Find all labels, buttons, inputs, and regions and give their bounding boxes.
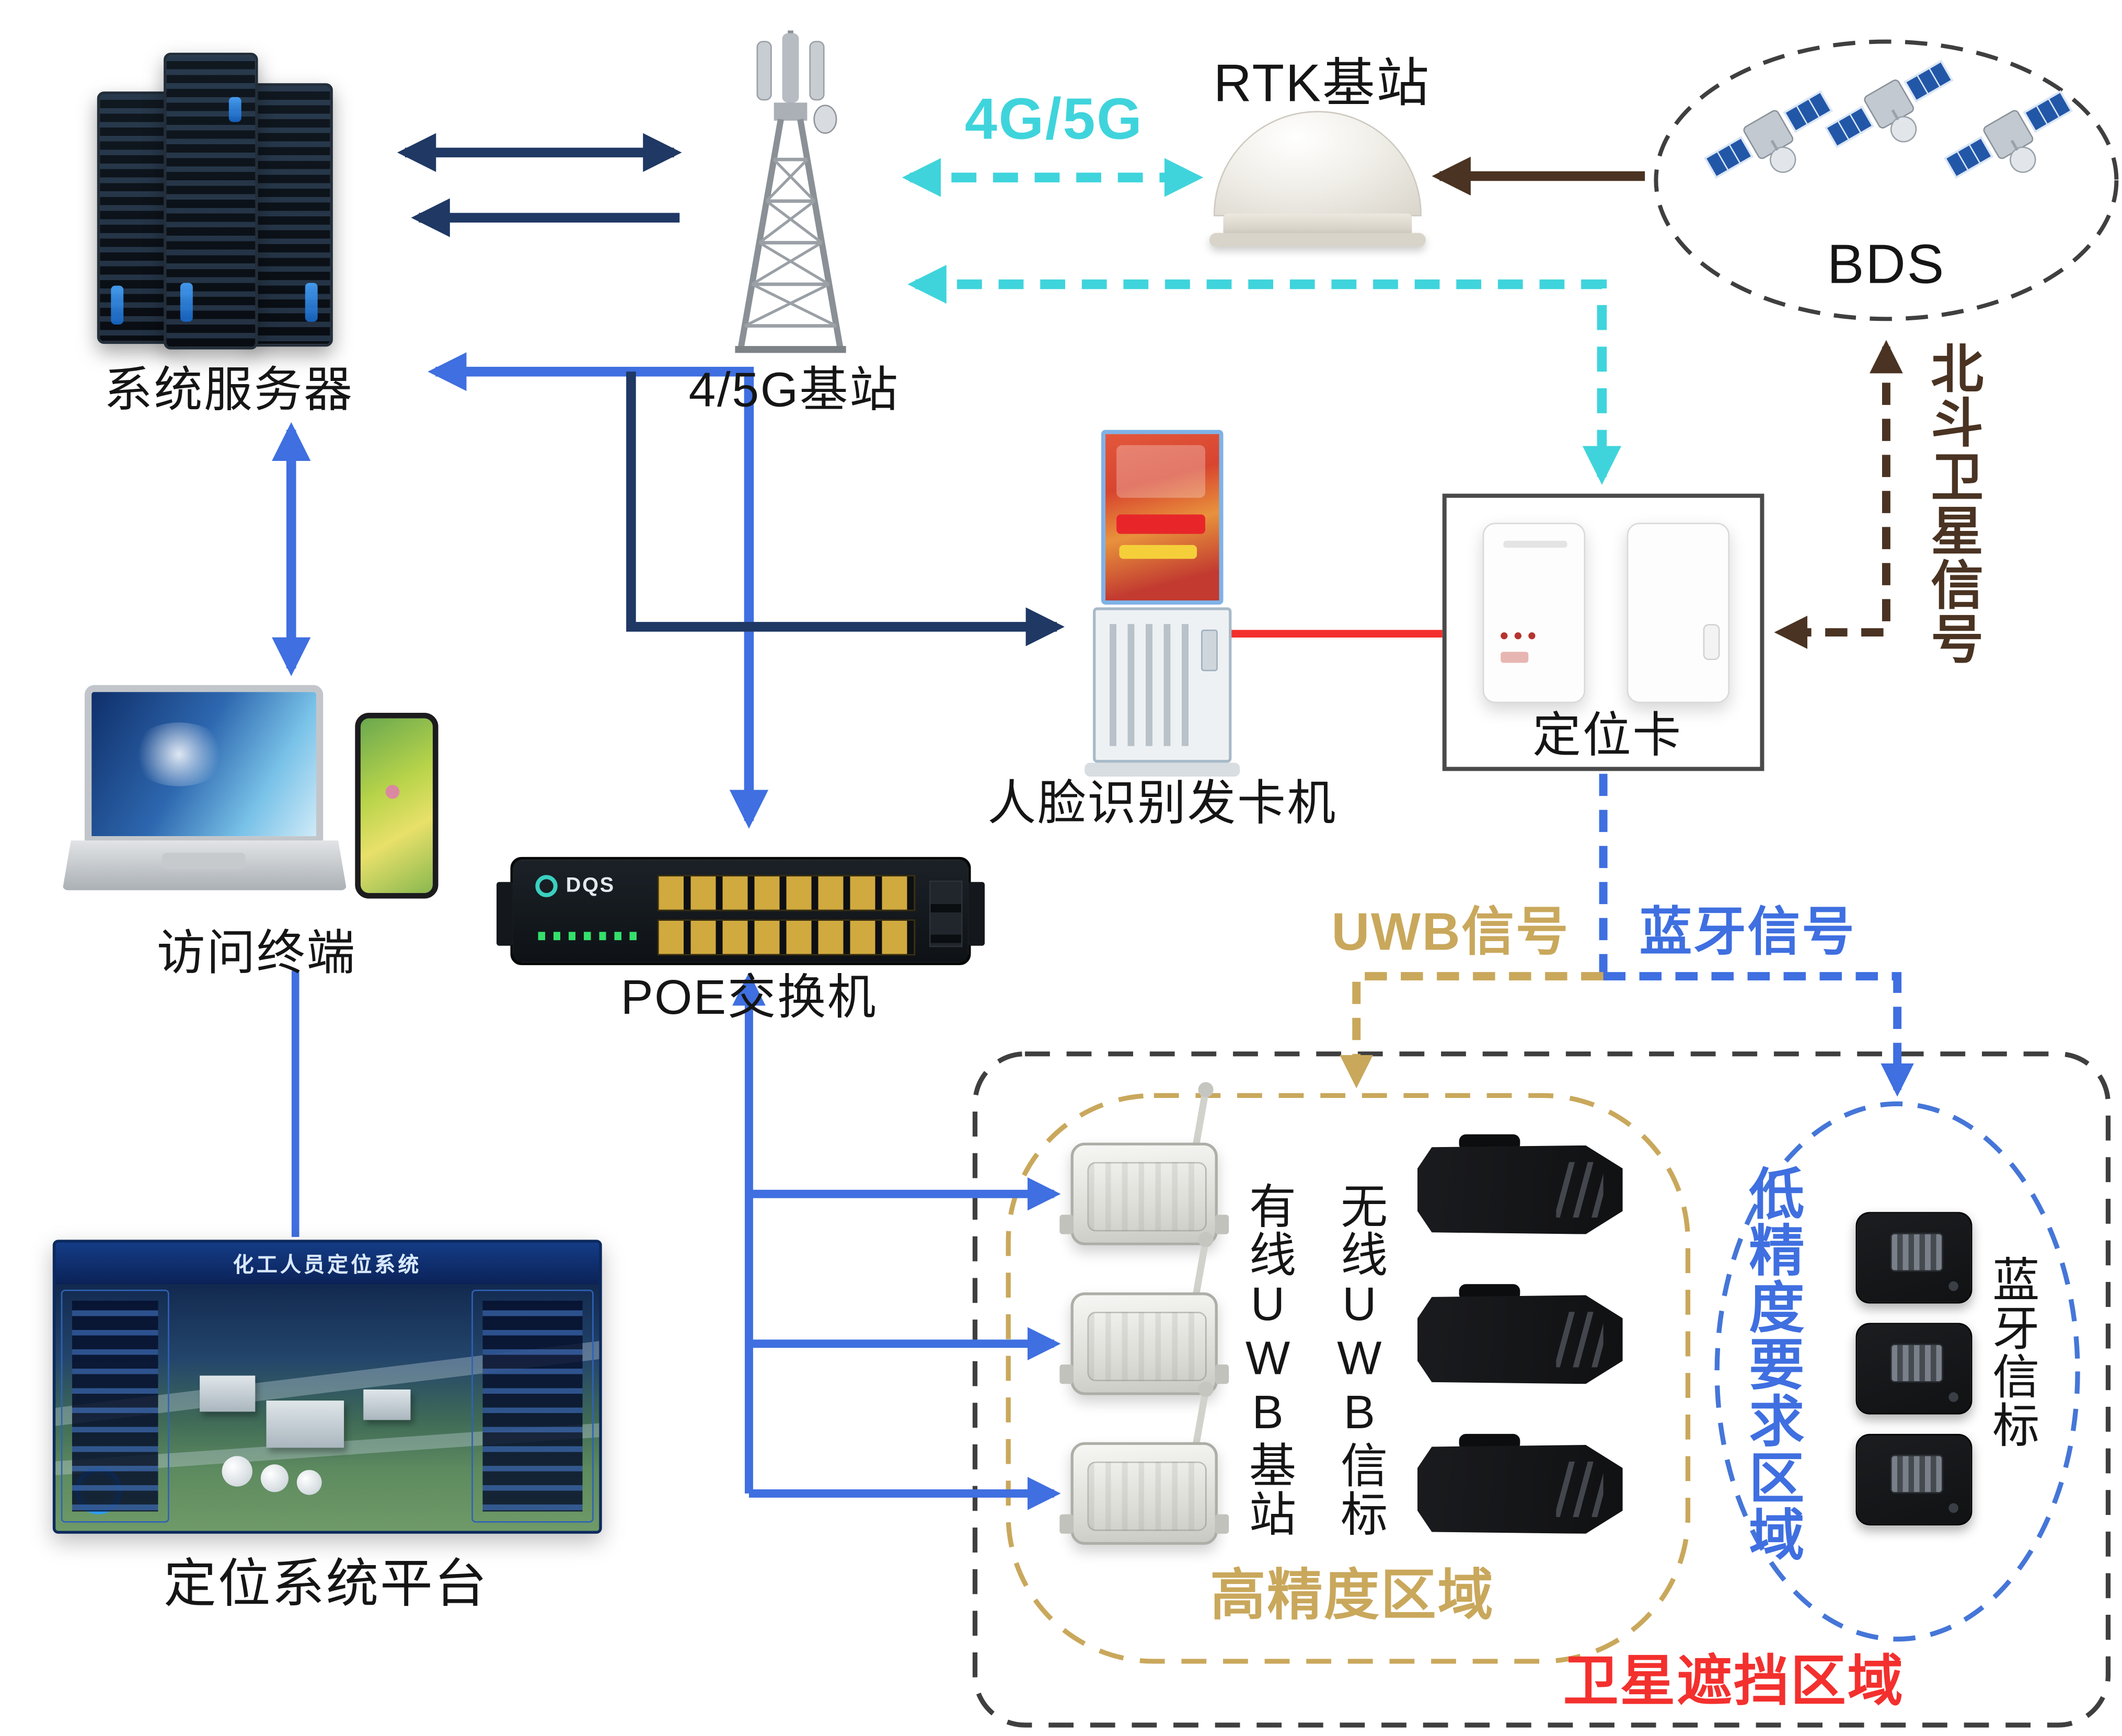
cell-tower-icon [694,28,888,361]
rtk-dome-icon [1209,111,1426,249]
laptop-icon [62,685,347,910]
label-wired-uwb: 有线UWB基站 [1241,1181,1295,1538]
label-access-terminal: 访问终端 [156,926,356,981]
platform-screenshot: 化工人员定位系统 [52,1240,602,1534]
server-rack-icon [97,91,172,344]
label-server: 系统服务器 [103,363,354,418]
server-rack-icon [164,52,258,350]
connector-card-uwb-area [1340,972,1604,1089]
label-locating-card: 定位卡 [1532,708,1682,763]
platform-right-panel [471,1289,594,1523]
bluetooth-beacon-icon [1855,1212,1973,1304]
platform-title-bar: 化工人员定位系统 [55,1242,599,1284]
satellite-icon [1699,86,1838,183]
satellite-icon [1820,55,1958,153]
face-kiosk-icon [1085,430,1240,780]
label-4g5g-link: 4G/5G [964,86,1144,152]
label-bluetooth-signal: 蓝牙信号 [1639,904,1856,963]
label-satellite-blocked: 卫星遮挡区域 [1563,1651,1905,1713]
uwb-tag-icon [1417,1134,1623,1234]
label-face-kiosk: 人脸识别发卡机 [987,777,1337,831]
phone-icon [355,712,439,899]
uwb-tag-icon [1417,1433,1623,1534]
satellite-icon [1939,86,2078,183]
label-high-precision: 高精度区域 [1210,1565,1495,1627]
locating-card-box: 定位卡 [1442,493,1765,771]
bluetooth-beacon-icon [1855,1323,1973,1415]
connector-bds-card [1774,340,1903,649]
label-rtk: RTK基站 [1213,55,1431,114]
poe-logo-text: DQS [566,873,615,897]
poe-logo-icon [535,874,558,897]
connector-poe-server [428,352,769,829]
wired-uwb-station-icon [1059,1092,1229,1245]
label-poe-switch: POE交换机 [620,970,878,1025]
wired-uwb-station-icon [1059,1242,1229,1395]
locating-card-icon [1482,523,1586,703]
bluetooth-beacon-icon [1855,1433,1973,1525]
poe-switch-icon: DQS [496,857,985,965]
wired-uwb-station-icon [1059,1392,1229,1545]
platform-left-panel [61,1289,169,1523]
label-beidou-signal: 北斗卫星信号 [1922,341,1980,666]
connector-card-bt-area [1603,972,1914,1097]
high-precision-region [1006,1093,1691,1664]
server-rack-icon [249,83,333,347]
label-wireless-uwb: 无线UWB信标 [1333,1181,1386,1538]
uwb-tag-icon [1417,1284,1623,1384]
platform-title-text: 化工人员定位系统 [233,1253,422,1277]
connector-basestation-card [907,264,1622,485]
satellite-blocked-region [972,1051,2111,1728]
label-low-precision: 低精度要求区域 [1740,1165,1802,1563]
label-bluetooth-beacon: 蓝牙信标 [1985,1255,2038,1450]
label-bds: BDS [1827,234,1946,296]
low-precision-region [1714,1101,2080,1642]
label-uwb-signal: UWB信号 [1331,904,1570,963]
locating-card-icon [1627,523,1730,703]
system-server-image [97,52,361,355]
label-base-station: 4/5G基站 [688,363,899,418]
bds-region-ellipse [1654,39,2119,321]
label-platform: 定位系统平台 [164,1556,489,1614]
connector-server-kiosk [626,372,1065,646]
